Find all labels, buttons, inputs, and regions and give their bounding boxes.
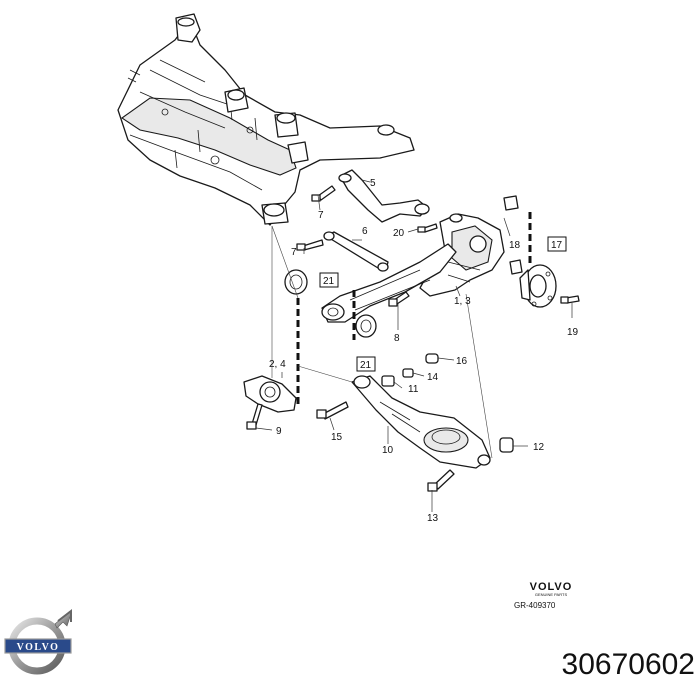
bushing-bracket (243, 375, 297, 413)
callout-labels: 5 7 6 7 20 18 1, 3 19 8 16 14 11 2, 4 9 … (269, 178, 579, 524)
callout-19: 19 (567, 327, 579, 338)
callout-11: 11 (408, 384, 419, 395)
callout-5: 5 (370, 178, 376, 189)
callout-8: 8 (394, 333, 400, 344)
upper-arm (338, 169, 430, 223)
callout-9: 9 (276, 426, 282, 437)
volvo-logo: VOLVO (4, 608, 72, 675)
callout-15: 15 (331, 432, 343, 443)
callout-21-lower: 21 (360, 360, 372, 371)
callout-18: 18 (509, 240, 521, 251)
wheel-knuckle (419, 213, 505, 297)
callout-2-4: 2, 4 (269, 359, 286, 370)
callout-21-upper: 21 (323, 276, 335, 287)
logo-text: VOLVO (17, 642, 60, 653)
lower-control-arm (351, 375, 491, 469)
wheel-hub (519, 264, 557, 308)
label-leaders (255, 179, 573, 512)
sensor (503, 195, 523, 275)
callout-16: 16 (456, 356, 468, 367)
callout-13: 13 (427, 513, 439, 524)
callout-10: 10 (382, 445, 394, 456)
toe-link (323, 231, 389, 272)
subframe (117, 13, 415, 226)
alignment-markers (271, 212, 532, 459)
callout-7-upper: 7 (318, 210, 324, 221)
callout-14: 14 (427, 372, 439, 383)
reference-subtitle: GENUINE PARTS (534, 592, 568, 597)
callout-17: 17 (551, 240, 563, 251)
callout-7-lower: 7 (291, 247, 297, 258)
boxed-callouts: 17 21 21 (319, 236, 567, 372)
callout-1-3: 1, 3 (454, 296, 471, 307)
part-number: 30670602 (561, 648, 695, 681)
diagram-reference: VOLVO GENUINE PARTS GR-409370 (506, 581, 596, 610)
reference-brand: VOLVO (529, 581, 573, 593)
fasteners (246, 185, 580, 492)
callout-12: 12 (533, 442, 545, 453)
callout-20: 20 (393, 228, 405, 239)
callout-6: 6 (362, 226, 368, 237)
reference-code: GR-409370 (514, 601, 556, 610)
bushing-rings (284, 269, 377, 338)
